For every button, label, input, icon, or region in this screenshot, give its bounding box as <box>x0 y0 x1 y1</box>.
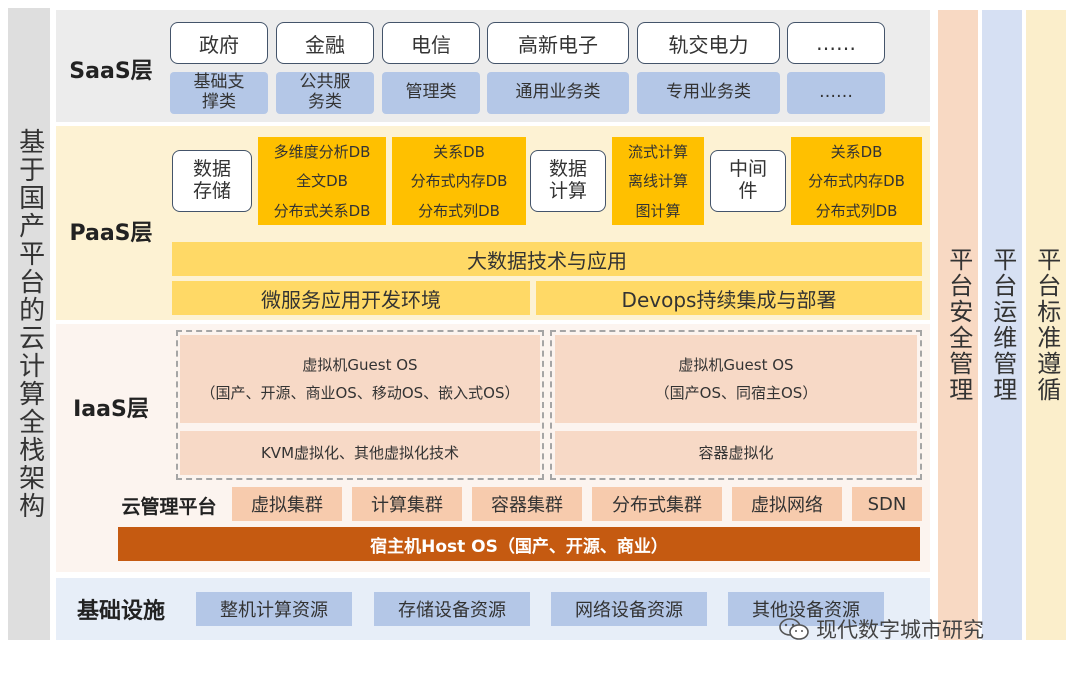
middleware-box: 中间件 <box>710 150 786 212</box>
sdn-box: SDN <box>852 487 922 521</box>
bigdata-bar: 大数据技术与应用 <box>172 242 922 276</box>
vm-group-left <box>176 330 544 480</box>
virtualization-right: 容器虚拟化 <box>555 431 917 475</box>
platform-standard-compliance: 平台标准遵循 <box>1026 10 1066 640</box>
infra-storage-resources: 存储设备资源 <box>374 592 530 626</box>
category-more: …… <box>787 72 885 114</box>
platform-ops-management: 平台运维管理 <box>982 10 1022 640</box>
vm-right-box: 虚拟机Guest OS （国产OS、同宿主OS） <box>555 335 917 423</box>
virtualization-left: KVM虚拟化、其他虚拟化技术 <box>180 431 540 475</box>
cluster-container: 容器集群 <box>472 487 582 521</box>
vm-left-desc: （国产、开源、商业OS、移动OS、嵌入式OS） <box>200 384 520 402</box>
cluster-virtual: 虚拟集群 <box>232 487 342 521</box>
vm-right-desc: （国产OS、同宿主OS） <box>654 384 818 402</box>
saas-label: SaaS层 <box>69 59 153 84</box>
data-storage-box: 数据存储 <box>172 150 252 212</box>
category-management: 管理类 <box>382 72 480 114</box>
vm-group-right <box>550 330 922 480</box>
data-compute-box: 数据计算 <box>530 150 606 212</box>
compute-items-group: 流式计算 离线计算 图计算 <box>612 137 704 225</box>
microservice-bar: 微服务应用开发环境 <box>172 281 530 315</box>
compute-item: 离线计算 <box>627 172 688 191</box>
db-item: 分布式列DB <box>815 201 898 220</box>
industry-finance: 金融 <box>276 22 374 64</box>
virtual-network: 虚拟网络 <box>732 487 842 521</box>
cluster-compute: 计算集群 <box>352 487 462 521</box>
infrastructure-label: 基础设施 <box>76 599 165 624</box>
db-item: 分布式内存DB <box>808 172 905 191</box>
compute-item: 图计算 <box>635 201 681 220</box>
db-item: 分布式列DB <box>418 201 500 220</box>
db-item: 关系DB <box>830 143 883 162</box>
infra-network-resources: 网络设备资源 <box>551 592 707 626</box>
db-item: 关系DB <box>433 143 485 162</box>
db-item: 分布式内存DB <box>410 172 508 191</box>
db-item: 多维度分析DB <box>273 143 371 162</box>
vm-left-box: 虚拟机Guest OS （国产、开源、商业OS、移动OS、嵌入式OS） <box>180 335 540 423</box>
architecture-title: 基于国产平台的云计算全栈架构 <box>8 8 50 640</box>
cluster-distributed: 分布式集群 <box>592 487 722 521</box>
compute-item: 流式计算 <box>627 143 688 162</box>
vm-right-title: 虚拟机Guest OS <box>678 355 794 374</box>
watermark: 现代数字城市研究 <box>778 612 1068 646</box>
infra-compute-resources: 整机计算资源 <box>196 592 352 626</box>
industry-rail-power: 轨交电力 <box>637 22 780 64</box>
industry-telecom: 电信 <box>382 22 480 64</box>
middleware-db-group: 关系DB 分布式内存DB 分布式列DB <box>791 137 922 225</box>
db-item: 全文DB <box>296 172 348 191</box>
industry-government: 政府 <box>170 22 268 64</box>
category-basic-support: 基础支撑类 <box>170 72 268 114</box>
category-general-business: 通用业务类 <box>487 72 629 114</box>
db-item: 分布式关系DB <box>273 201 371 220</box>
infra-other-resources: 其他设备资源 <box>728 592 884 626</box>
wechat-icon <box>778 617 810 641</box>
platform-security-management: 平台安全管理 <box>938 10 978 640</box>
industry-more: …… <box>787 22 885 64</box>
storage-db-group-2: 关系DB 分布式内存DB 分布式列DB <box>392 137 526 225</box>
category-public-service: 公共服务类 <box>276 72 374 114</box>
cloud-mgmt-label: 云管理平台 <box>121 495 217 518</box>
industry-hightech-electronics: 高新电子 <box>487 22 629 64</box>
category-special-business: 专用业务类 <box>637 72 780 114</box>
iaas-label: IaaS层 <box>73 397 149 422</box>
vm-left-title: 虚拟机Guest OS <box>302 355 418 374</box>
devops-bar: Devops持续集成与部署 <box>536 281 922 315</box>
host-os-bar: 宿主机Host OS（国产、开源、商业） <box>118 527 920 561</box>
storage-db-group-1: 多维度分析DB 全文DB 分布式关系DB <box>258 137 386 225</box>
watermark-text: 现代数字城市研究 <box>816 618 984 642</box>
paas-label: PaaS层 <box>69 221 153 246</box>
